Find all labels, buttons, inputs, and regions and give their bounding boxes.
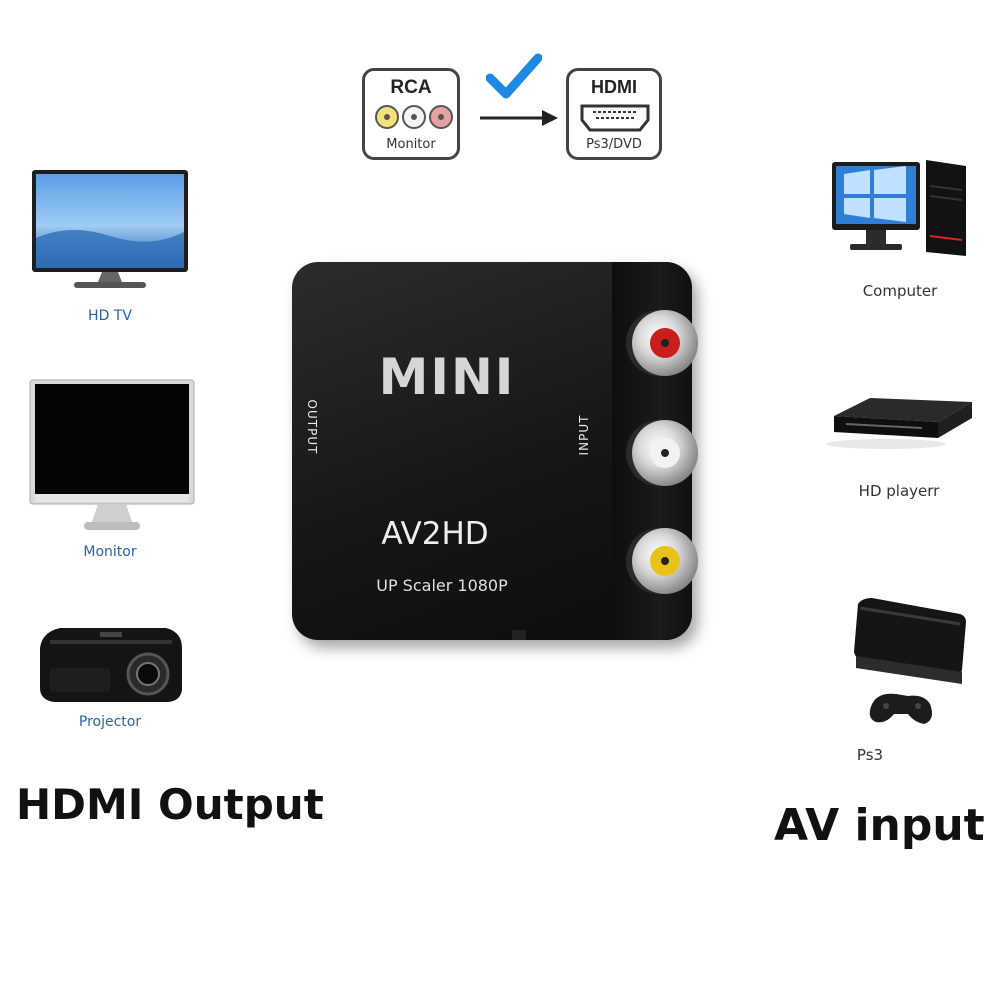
projector-label: Projector [78,714,142,730]
model-name: AV2HD [381,516,489,552]
monitor-icon [29,379,195,530]
computer-icon [832,160,966,256]
tagline: UP Scaler 1080P [376,576,508,595]
hd-tv-icon [32,170,188,288]
av-input-heading: AV input [774,800,985,851]
rca-jack-red [632,310,698,376]
rca-badge: RCA Monitor [362,68,460,160]
checkmark-icon [486,53,542,99]
rca-jack-white [632,420,698,486]
hd-player-label: HD playerr [858,482,940,500]
rca-badge-subtitle: Monitor [386,137,436,152]
power-port-stub [512,630,526,640]
input-port-label: INPUT [577,414,591,456]
hdmi-badge-subtitle: Ps3/DVD [586,137,642,152]
hdmi-output-heading: HDMI Output [16,780,324,829]
hdmi-port-icon [580,104,650,132]
ps3-label: Ps3 [856,746,884,764]
projector-icon [40,628,182,702]
output-port-label: OUTPUT [305,399,319,455]
hdmi-badge: HDMI Ps3/DVD [566,68,662,160]
rca-jack-yellow [632,528,698,594]
arrow-right-icon [480,110,558,126]
mini-logo: MINI [378,348,516,406]
hdmi-badge-title: HDMI [591,77,637,97]
computer-label: Computer [862,282,938,300]
rca-badge-title: RCA [390,77,432,98]
hd-player-icon [826,398,972,449]
hd-tv-label: HD TV [88,308,132,324]
monitor-label: Monitor [83,544,137,560]
ps3-icon [854,598,966,724]
rca-jacks-icon [375,105,453,129]
